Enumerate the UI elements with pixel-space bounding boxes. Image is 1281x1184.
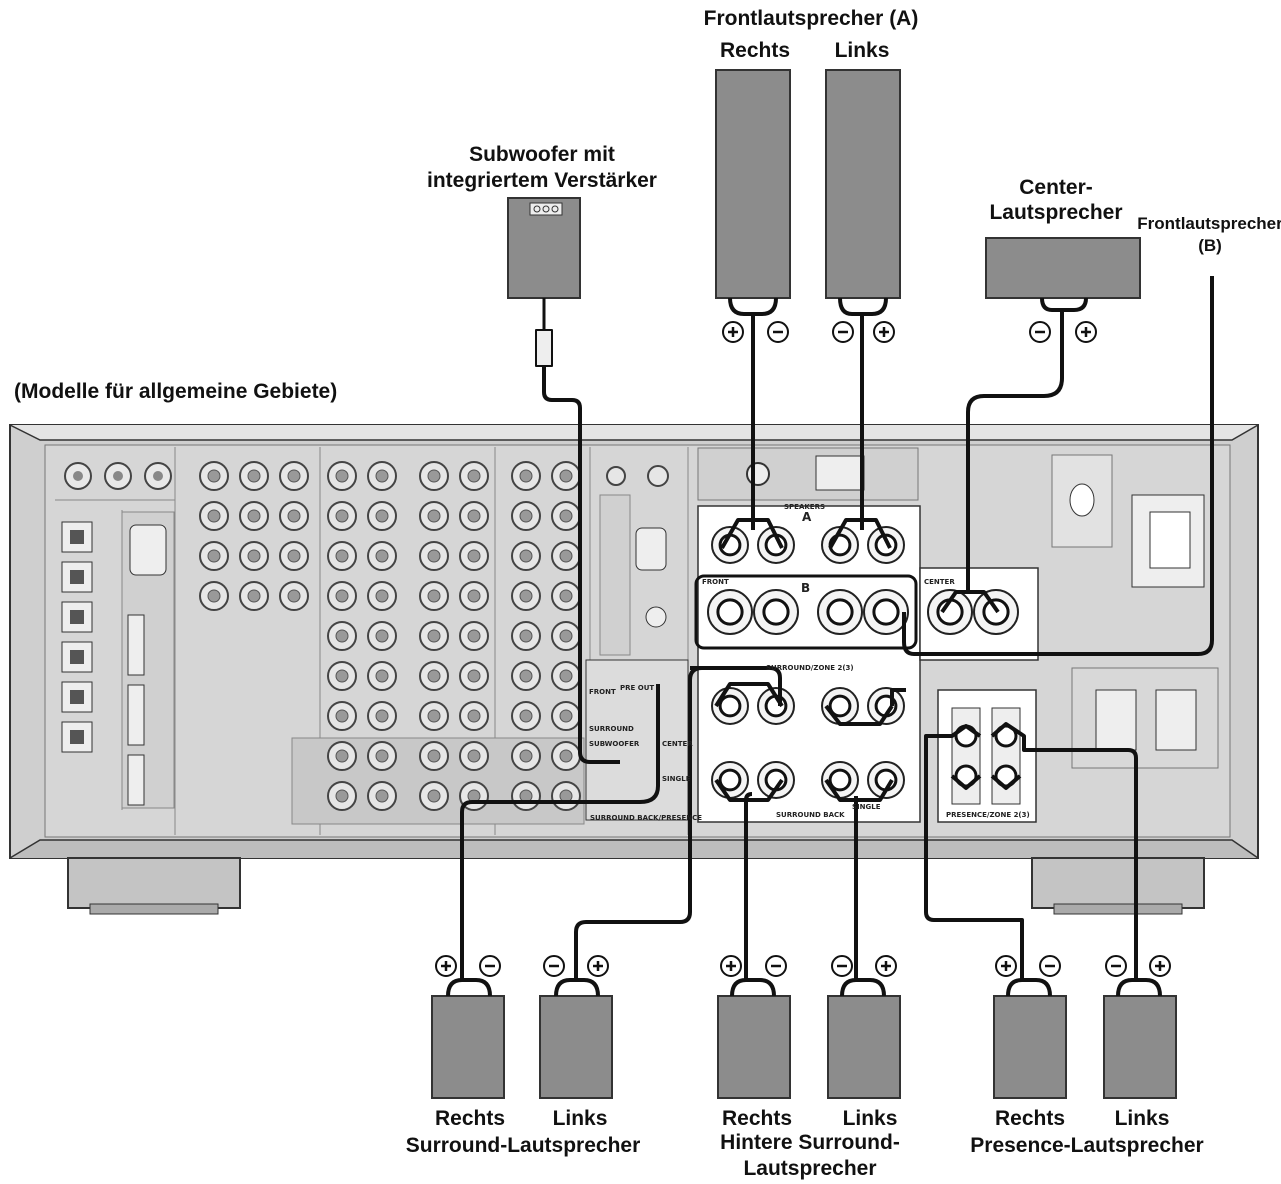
speakers <box>431 69 1177 1099</box>
panel-single-label: SINGLE <box>852 803 881 811</box>
rca-jack <box>647 465 669 487</box>
rca-jacks <box>64 461 670 811</box>
front-a-title: Frontlautsprecher (A) <box>703 7 919 30</box>
center-label-2: Lautsprecher <box>989 201 1123 224</box>
models-note: (Modelle für allgemeine Gebiete) <box>14 380 338 403</box>
receiver-rear-panel <box>9 424 1259 915</box>
foot-left <box>67 857 241 909</box>
panel-a-label: A <box>802 510 812 524</box>
pre-out-center-label: CENTER <box>662 740 693 748</box>
presence-right-speaker <box>993 995 1067 1099</box>
surround-left-speaker <box>539 995 613 1099</box>
antenna-jack <box>746 462 770 486</box>
front-left-speaker <box>825 69 901 299</box>
surround-back-right-label: Rechts <box>721 1107 793 1130</box>
surround-back-label-2: Lautsprecher <box>743 1157 877 1180</box>
front-right-speaker <box>715 69 791 299</box>
surround-left-label: Links <box>552 1107 608 1130</box>
pre-out-label: PRE OUT <box>620 684 655 692</box>
panel-speakers-label: SPEAKERS <box>784 503 826 511</box>
surround-group-label: Surround-Lautsprecher <box>405 1134 641 1157</box>
hdmi-port <box>127 684 145 746</box>
surround-back-left-label: Links <box>842 1107 898 1130</box>
panel-surround-zone-label: SURROUND/ZONE 2(3) <box>766 664 854 672</box>
polarity-markers <box>435 321 1171 977</box>
center-speaker <box>985 237 1141 299</box>
panel-presence-zone-label: PRESENCE/ZONE 2(3) <box>946 811 1030 819</box>
presence-group-label: Presence-Lautsprecher <box>970 1134 1204 1157</box>
subwoofer-label-2: integriertem Verstärker <box>427 169 657 192</box>
rs232-port <box>129 524 167 576</box>
subwoofer-label-1: Subwoofer mit <box>469 143 615 166</box>
presence-left-label: Links <box>1114 1107 1170 1130</box>
surround-back-left-speaker <box>827 995 901 1099</box>
surround-back-label-1: Hintere Surround- <box>720 1131 900 1154</box>
panel-front-label: FRONT <box>702 578 729 586</box>
presence-left-speaker <box>1103 995 1177 1099</box>
panel-surround-back-label: SURROUND BACK <box>776 811 845 819</box>
foot-right <box>1031 857 1205 909</box>
surround-right-speaker <box>431 995 505 1099</box>
front-b-label-1: Frontlautsprecher <box>1137 214 1281 233</box>
rca-jack <box>606 466 626 486</box>
presence-right-label: Rechts <box>994 1107 1066 1130</box>
pre-out-single-label: SINGLE <box>662 775 691 783</box>
center-label-1: Center- <box>1019 176 1093 199</box>
hdmi-port <box>127 754 145 806</box>
optical-jacks <box>61 521 93 753</box>
surround-back-right-speaker <box>717 995 791 1099</box>
panel-center-label: CENTER <box>924 578 955 586</box>
pre-out-surround-label: SURROUND <box>589 725 634 733</box>
surround-right-label: Rechts <box>434 1107 506 1130</box>
front-b-label-2: (B) <box>1198 236 1222 255</box>
panel-b-label: B <box>801 581 811 595</box>
front-a-left-label: Links <box>834 39 890 62</box>
pre-out-sb-label: SURROUND BACK/PRESENCE <box>590 814 703 822</box>
hdmi-port <box>127 614 145 676</box>
front-a-right-label: Rechts <box>719 39 791 62</box>
speaker-terminals <box>707 526 1019 799</box>
pre-out-front-label: FRONT <box>589 688 616 696</box>
speaker-wires <box>446 276 1214 997</box>
pre-out-subwoofer-label: SUBWOOFER <box>589 740 640 748</box>
